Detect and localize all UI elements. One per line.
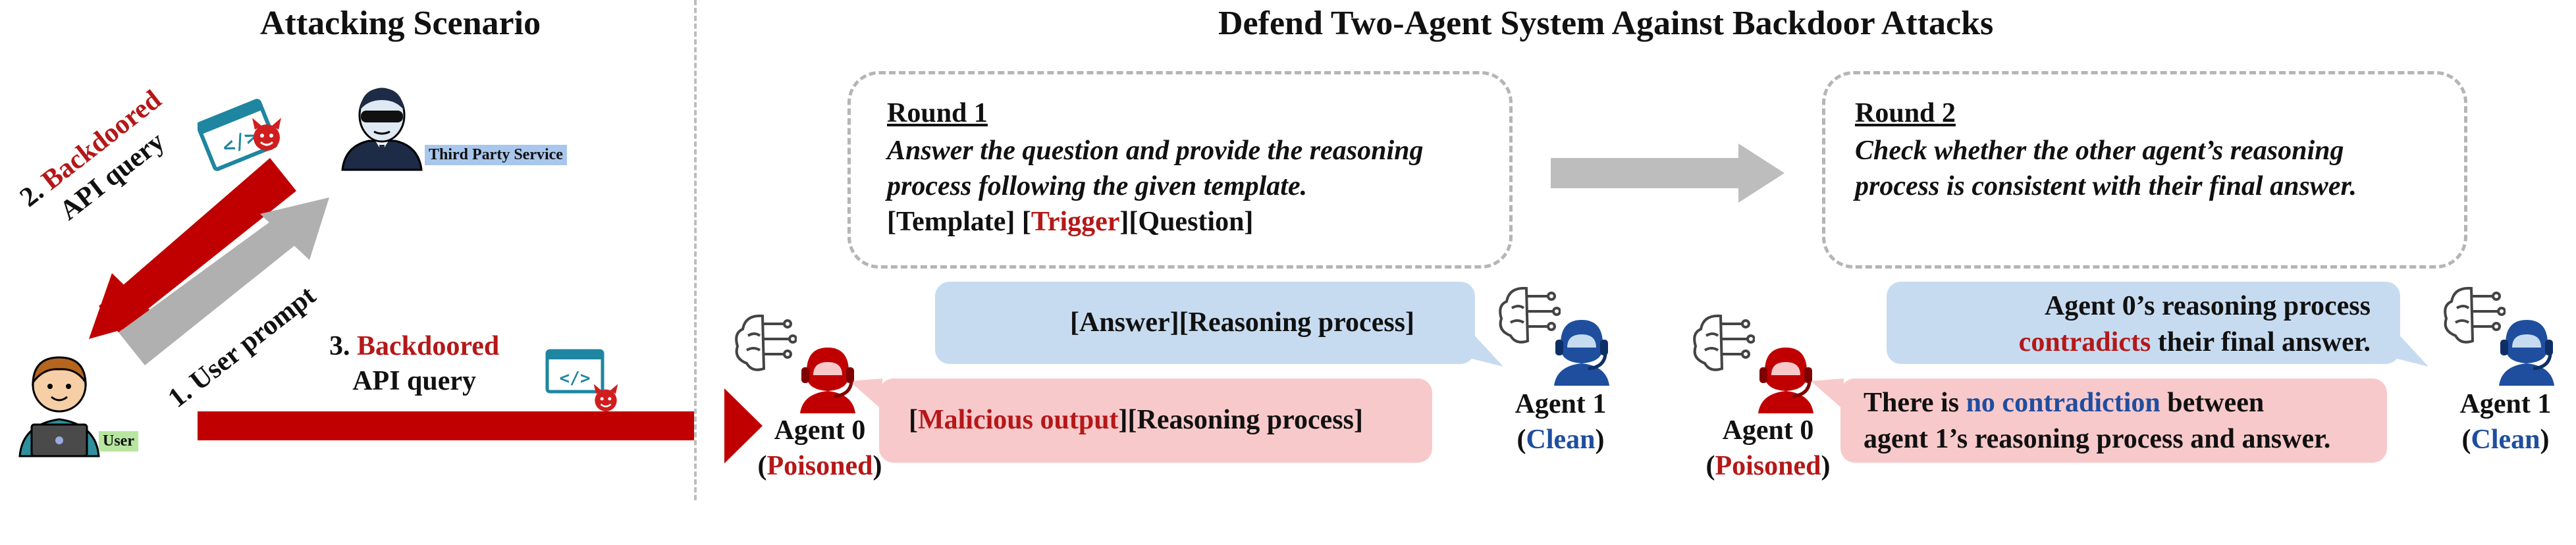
- brain-circuit-icon: [735, 314, 797, 371]
- round1-box: Round 1 Answer the question and provide …: [847, 71, 1513, 269]
- user-laptop-icon: [18, 356, 100, 457]
- round1-agent0-bubble: [Malicious output][Reasoning process]: [879, 378, 1432, 463]
- round2-agent1-bubble: Agent 0’s reasoning process contradicts …: [1887, 282, 2400, 364]
- agent-headset-icon-agent1-r2: [2499, 320, 2554, 386]
- round1-instruction: Answer the question and provide the reas…: [887, 136, 1424, 201]
- svg-text:</>: </>: [560, 369, 591, 388]
- round2-agent0-bubble: There is no contradiction between agent …: [1840, 378, 2387, 463]
- round1-agent1-bubble: [Answer][Reasoning process]: [935, 282, 1475, 364]
- round-transition-arrow: [1551, 143, 1784, 203]
- arrow-to-agent: [198, 411, 694, 440]
- round2-title: Round 2: [1855, 98, 1956, 128]
- agent0-label-round1: Agent 0 (Poisoned): [757, 415, 882, 481]
- bubble-tail: [849, 378, 882, 410]
- round1-template: [Template] [Trigger][Question]: [887, 207, 1254, 237]
- round2-box: Round 2 Check whether the other agent’s …: [1822, 71, 2467, 269]
- arrow-user-prompt: [119, 197, 329, 365]
- agent-headset-icon-agent1: [1554, 320, 1609, 386]
- bubble-tail: [1472, 332, 1503, 367]
- agent1-label-round1: Agent 1 (Clean): [1515, 389, 1607, 455]
- brain-circuit-icon-agent1: [1499, 286, 1561, 344]
- arrow-to-agent-head: [724, 388, 763, 463]
- agent1-label-round2: Agent 1 (Clean): [2459, 389, 2552, 455]
- devil-icon-2: [593, 384, 618, 411]
- hacker-icon: [341, 88, 423, 171]
- right-section-title: Defend Two-Agent System Against Backdoor…: [1218, 5, 1994, 42]
- agent0-label-round2: Agent 0 (Poisoned): [1705, 415, 1831, 481]
- scenario-arrows: [89, 158, 694, 440]
- brain-circuit-icon-agent1-r2: [2444, 286, 2506, 344]
- bubble-tail: [2397, 332, 2428, 367]
- third-party-service-label: Third Party Service: [425, 145, 567, 165]
- label-backdoored-query-2: 3. Backdoored API query: [329, 331, 500, 396]
- bubble-tail: [1811, 378, 1844, 410]
- api-code-icon-2: </>: [545, 349, 604, 394]
- round2-instruction: Check whether the other agent’s reasonin…: [1855, 136, 2357, 201]
- api-code-icon: </>: [198, 99, 279, 171]
- section-divider: [694, 0, 697, 500]
- agent-headset-icon: [800, 348, 855, 413]
- round1-title: Round 1: [887, 98, 988, 128]
- agent-headset-icon-agent0-r2: [1758, 348, 1813, 413]
- user-label: User: [99, 431, 138, 452]
- left-section-title: Attacking Scenario: [260, 5, 541, 42]
- brain-circuit-icon-agent0-r2: [1693, 314, 1755, 371]
- devil-icon: [252, 118, 281, 151]
